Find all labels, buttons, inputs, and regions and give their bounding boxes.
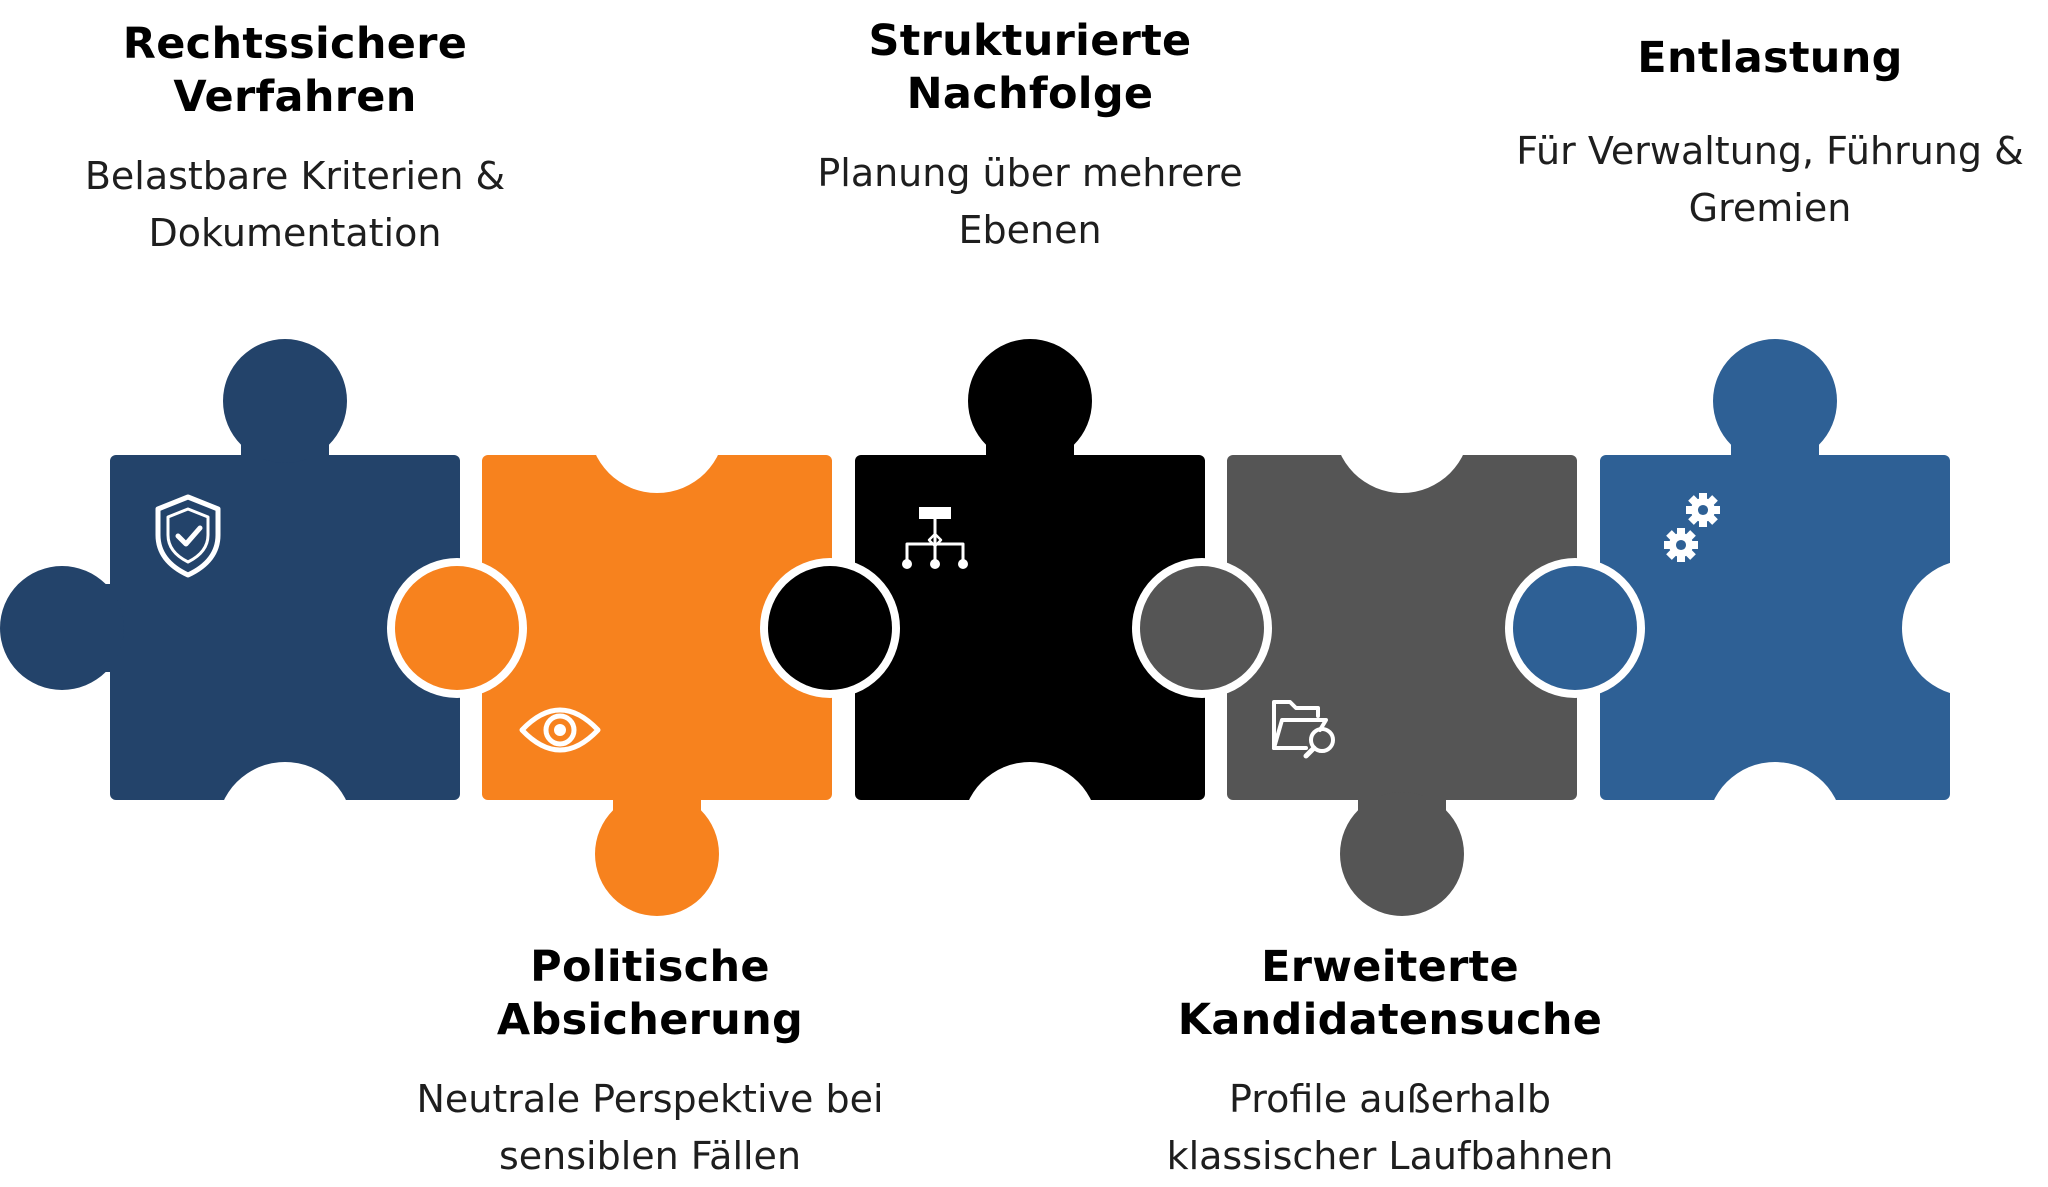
caption-title: Strukturierte Nachfolge	[790, 15, 1270, 121]
caption-rechtssichere-verfahren: Rechtssichere Verfahren Belastbare Krite…	[55, 18, 535, 262]
subtitle-line: Neutrale Perspektive bei	[416, 1077, 884, 1121]
title-line: Rechtssichere	[122, 19, 468, 69]
caption-subtitle: Profile außerhalb klassischer Laufbahnen	[1110, 1071, 1670, 1185]
puzzle-piece	[387, 357, 832, 916]
puzzle-piece	[1132, 357, 1577, 916]
piece-left-knob	[768, 566, 892, 690]
subtitle-line: Belastbare Kriterien &	[84, 154, 506, 198]
org-chart-icon	[902, 507, 968, 569]
piece-knob-neck	[986, 435, 1074, 459]
puzzle-piece	[760, 339, 1205, 898]
caption-politische-absicherung: Politische Absicherung Neutrale Perspekt…	[375, 941, 925, 1185]
shield-check-icon	[155, 494, 221, 578]
piece-knob-neck	[613, 796, 701, 820]
title-line: Politische	[530, 942, 770, 992]
piece-bottom-knob	[595, 792, 719, 916]
title-line: Erweiterte	[1261, 942, 1519, 992]
caption-title: Entlastung	[1480, 32, 2048, 85]
subtitle-line: sensiblen Fällen	[498, 1134, 802, 1178]
caption-subtitle: Planung über mehrere Ebenen	[790, 145, 1270, 259]
folder-search-icon	[1272, 700, 1335, 759]
subtitle-line: Ebenen	[958, 208, 1102, 252]
piece-knob-neck	[1358, 796, 1446, 820]
subtitle-line: Planung über mehrere	[817, 151, 1243, 195]
puzzle-piece	[1505, 339, 2038, 898]
caption-title: Erweiterte Kandidatensuche	[1110, 941, 1670, 1047]
caption-subtitle: Für Verwaltung, Führung & Gremien	[1480, 123, 2048, 237]
piece-right-socket	[1902, 560, 2038, 696]
piece-bottom-socket	[217, 762, 353, 898]
piece-top-knob	[968, 339, 1092, 463]
caption-strukturierte-nachfolge: Strukturierte Nachfolge Planung über meh…	[790, 15, 1270, 259]
puzzle-piece	[0, 339, 460, 898]
subtitle-line: klassischer Laufbahnen	[1166, 1134, 1614, 1178]
caption-title: Rechtssichere Verfahren	[55, 18, 535, 124]
caption-erweiterte-kandidatensuche: Erweiterte Kandidatensuche Profile außer…	[1110, 941, 1670, 1185]
piece-knob-neck	[90, 584, 114, 672]
title-line: Strukturierte	[868, 16, 1192, 66]
piece-body	[1227, 455, 1577, 800]
title-line: Kandidatensuche	[1177, 995, 1603, 1045]
piece-knob-neck	[241, 435, 329, 459]
title-line: Verfahren	[173, 72, 417, 122]
piece-bottom-socket	[1707, 762, 1843, 898]
caption-subtitle: Neutrale Perspektive bei sensiblen Fälle…	[375, 1071, 925, 1185]
gears-icon	[1664, 493, 1720, 562]
piece-top-socket	[589, 357, 725, 493]
piece-left-knob	[1513, 566, 1637, 690]
piece-left-knob	[395, 566, 519, 690]
piece-body	[855, 455, 1205, 800]
subtitle-line: Dokumentation	[148, 211, 442, 255]
piece-bottom-knob	[1340, 792, 1464, 916]
eye-icon	[519, 707, 601, 753]
piece-top-knob	[1713, 339, 1837, 463]
caption-title: Politische Absicherung	[375, 941, 925, 1047]
piece-top-socket	[1334, 357, 1470, 493]
title-line: Entlastung	[1637, 33, 1903, 83]
piece-body	[110, 455, 460, 800]
title-line: Nachfolge	[906, 69, 1154, 119]
puzzle-pieces	[0, 339, 2038, 916]
piece-knob-neck	[1731, 435, 1819, 459]
caption-subtitle: Belastbare Kriterien & Dokumentation	[55, 148, 535, 262]
piece-left-knob	[1140, 566, 1264, 690]
piece-bottom-socket	[962, 762, 1098, 898]
subtitle-line: Für Verwaltung, Führung &	[1516, 129, 2024, 173]
subtitle-line: Gremien	[1688, 186, 1852, 230]
piece-top-knob	[223, 339, 347, 463]
piece-body	[1600, 455, 1950, 800]
caption-entlastung: Entlastung Für Verwaltung, Führung & Gre…	[1480, 32, 2048, 237]
title-line: Absicherung	[496, 995, 804, 1045]
subtitle-line: Profile außerhalb	[1229, 1077, 1551, 1121]
